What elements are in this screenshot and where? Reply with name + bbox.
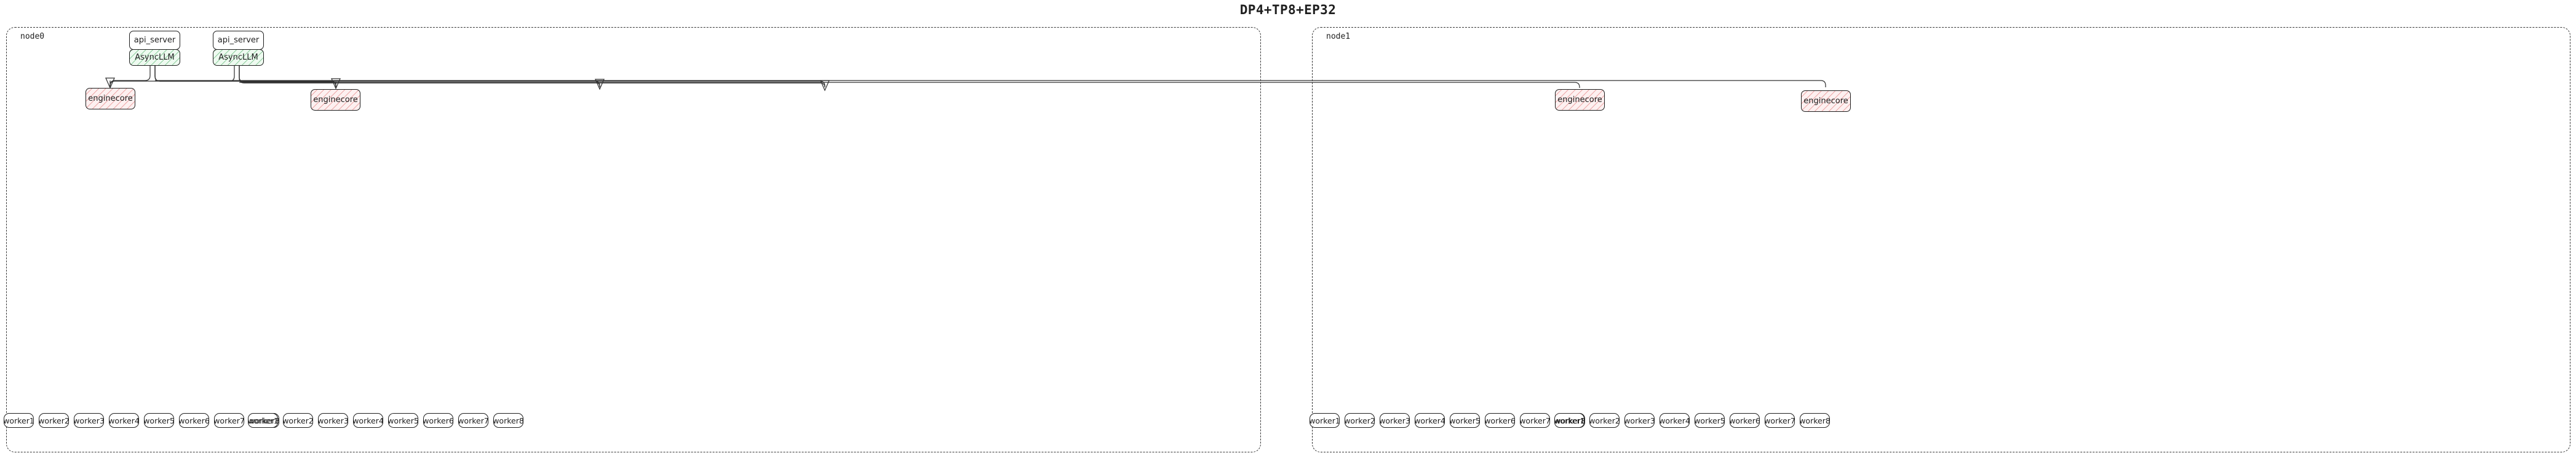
page-title: DP4+TP8+EP32 <box>1239 2 1337 17</box>
worker-label: worker8 <box>1800 416 1830 425</box>
node-label-node1: node1 <box>1326 32 1351 41</box>
worker-label: worker7 <box>1520 416 1550 425</box>
worker-box[interactable]: worker5 <box>144 413 174 428</box>
worker-label: worker5 <box>144 416 174 425</box>
worker-label: worker7 <box>458 416 488 425</box>
worker-box[interactable]: worker1 <box>4 413 34 428</box>
worker-label: worker7 <box>214 416 244 425</box>
api-server-label: api_server <box>133 36 176 45</box>
asyncllm-box[interactable]: AsyncLLM <box>213 49 264 66</box>
worker-label: worker4 <box>109 416 139 425</box>
worker-box[interactable]: worker6 <box>423 413 453 428</box>
worker-label: worker3 <box>318 416 348 425</box>
worker-box[interactable]: worker8 <box>1800 413 1830 428</box>
worker-box[interactable]: worker8 <box>493 413 523 428</box>
worker-box[interactable]: worker5 <box>388 413 418 428</box>
asyncllm-box[interactable]: AsyncLLM <box>129 49 180 66</box>
worker-box[interactable]: worker4 <box>1415 413 1445 428</box>
worker-box[interactable]: worker2 <box>39 413 69 428</box>
asyncllm-label: AsyncLLM <box>135 53 175 62</box>
worker-box[interactable]: worker7 <box>1520 413 1550 428</box>
worker-label: worker5 <box>1450 416 1480 425</box>
worker-box[interactable]: worker4 <box>1660 413 1690 428</box>
worker-label: worker6 <box>423 416 453 425</box>
worker-label: worker1 <box>1554 416 1584 425</box>
worker-label: worker8 <box>1555 416 1585 425</box>
worker-label: worker5 <box>388 416 418 425</box>
worker-box[interactable]: worker3 <box>1380 413 1410 428</box>
api-server-label: api_server <box>217 36 260 45</box>
worker-box[interactable]: worker4 <box>109 413 139 428</box>
worker-box[interactable]: worker7 <box>458 413 488 428</box>
worker-label: worker2 <box>39 416 69 425</box>
node-cluster-node1 <box>1312 27 2570 452</box>
worker-box[interactable]: worker1 <box>1554 413 1584 428</box>
worker-label: worker4 <box>353 416 383 425</box>
worker-box[interactable]: worker2 <box>1345 413 1375 428</box>
enginecore-box[interactable]: enginecore <box>311 89 360 111</box>
worker-label: worker4 <box>1660 416 1690 425</box>
worker-box[interactable]: worker1 <box>1310 413 1340 428</box>
worker-box[interactable]: worker3 <box>74 413 104 428</box>
worker-label: worker8 <box>249 416 279 425</box>
worker-label: worker6 <box>1485 416 1515 425</box>
enginecore-label: enginecore <box>1557 95 1602 104</box>
worker-group: worker1 worker2 worker3 worker4 worker5 worke… <box>4 413 279 428</box>
enginecore-label: enginecore <box>88 94 133 103</box>
enginecore-box[interactable]: enginecore <box>85 88 135 109</box>
worker-label: worker6 <box>1730 416 1760 425</box>
worker-label: worker7 <box>1765 416 1795 425</box>
worker-box[interactable]: worker5 <box>1695 413 1725 428</box>
worker-box[interactable]: worker6 <box>179 413 209 428</box>
worker-label: worker3 <box>1380 416 1410 425</box>
enginecore-box[interactable]: enginecore <box>1801 90 1851 112</box>
worker-label: worker5 <box>1695 416 1725 425</box>
enginecore-label: enginecore <box>1803 97 1848 106</box>
worker-box[interactable]: worker2 <box>283 413 313 428</box>
enginecore-label: enginecore <box>313 95 358 104</box>
worker-label: worker2 <box>1589 416 1620 425</box>
worker-box[interactable]: worker2 <box>1589 413 1620 428</box>
worker-box[interactable]: worker5 <box>1450 413 1480 428</box>
worker-label: worker2 <box>283 416 313 425</box>
worker-box[interactable]: worker4 <box>353 413 383 428</box>
worker-label: worker1 <box>4 416 34 425</box>
worker-label: worker3 <box>1624 416 1655 425</box>
asyncllm-label: AsyncLLM <box>218 53 258 62</box>
api-server-box[interactable]: api_server <box>129 31 180 50</box>
worker-label: worker3 <box>74 416 104 425</box>
worker-group: worker1 worker2 worker3 worker4 worker5 worke… <box>1310 413 1585 428</box>
worker-box[interactable]: worker3 <box>1624 413 1655 428</box>
worker-label: worker6 <box>179 416 209 425</box>
worker-label: worker1 <box>1310 416 1340 425</box>
worker-label: worker2 <box>1345 416 1375 425</box>
worker-box[interactable]: worker3 <box>318 413 348 428</box>
worker-box[interactable]: worker6 <box>1485 413 1515 428</box>
worker-label: worker1 <box>248 416 278 425</box>
worker-group: worker1 worker2 worker3 worker4 worker5 worke… <box>1554 413 1830 428</box>
node-cluster-node0 <box>6 27 1261 452</box>
worker-label: worker4 <box>1415 416 1445 425</box>
enginecore-box[interactable]: enginecore <box>1555 89 1605 111</box>
api-server-box[interactable]: api_server <box>213 31 264 50</box>
worker-box[interactable]: worker7 <box>214 413 244 428</box>
worker-box[interactable]: worker1 <box>248 413 278 428</box>
worker-group: worker1 worker2 worker3 worker4 worker5 worke… <box>248 413 523 428</box>
worker-box[interactable]: worker7 <box>1765 413 1795 428</box>
worker-box[interactable]: worker6 <box>1730 413 1760 428</box>
worker-label: worker8 <box>493 416 523 425</box>
node-label-node0: node0 <box>20 32 45 41</box>
